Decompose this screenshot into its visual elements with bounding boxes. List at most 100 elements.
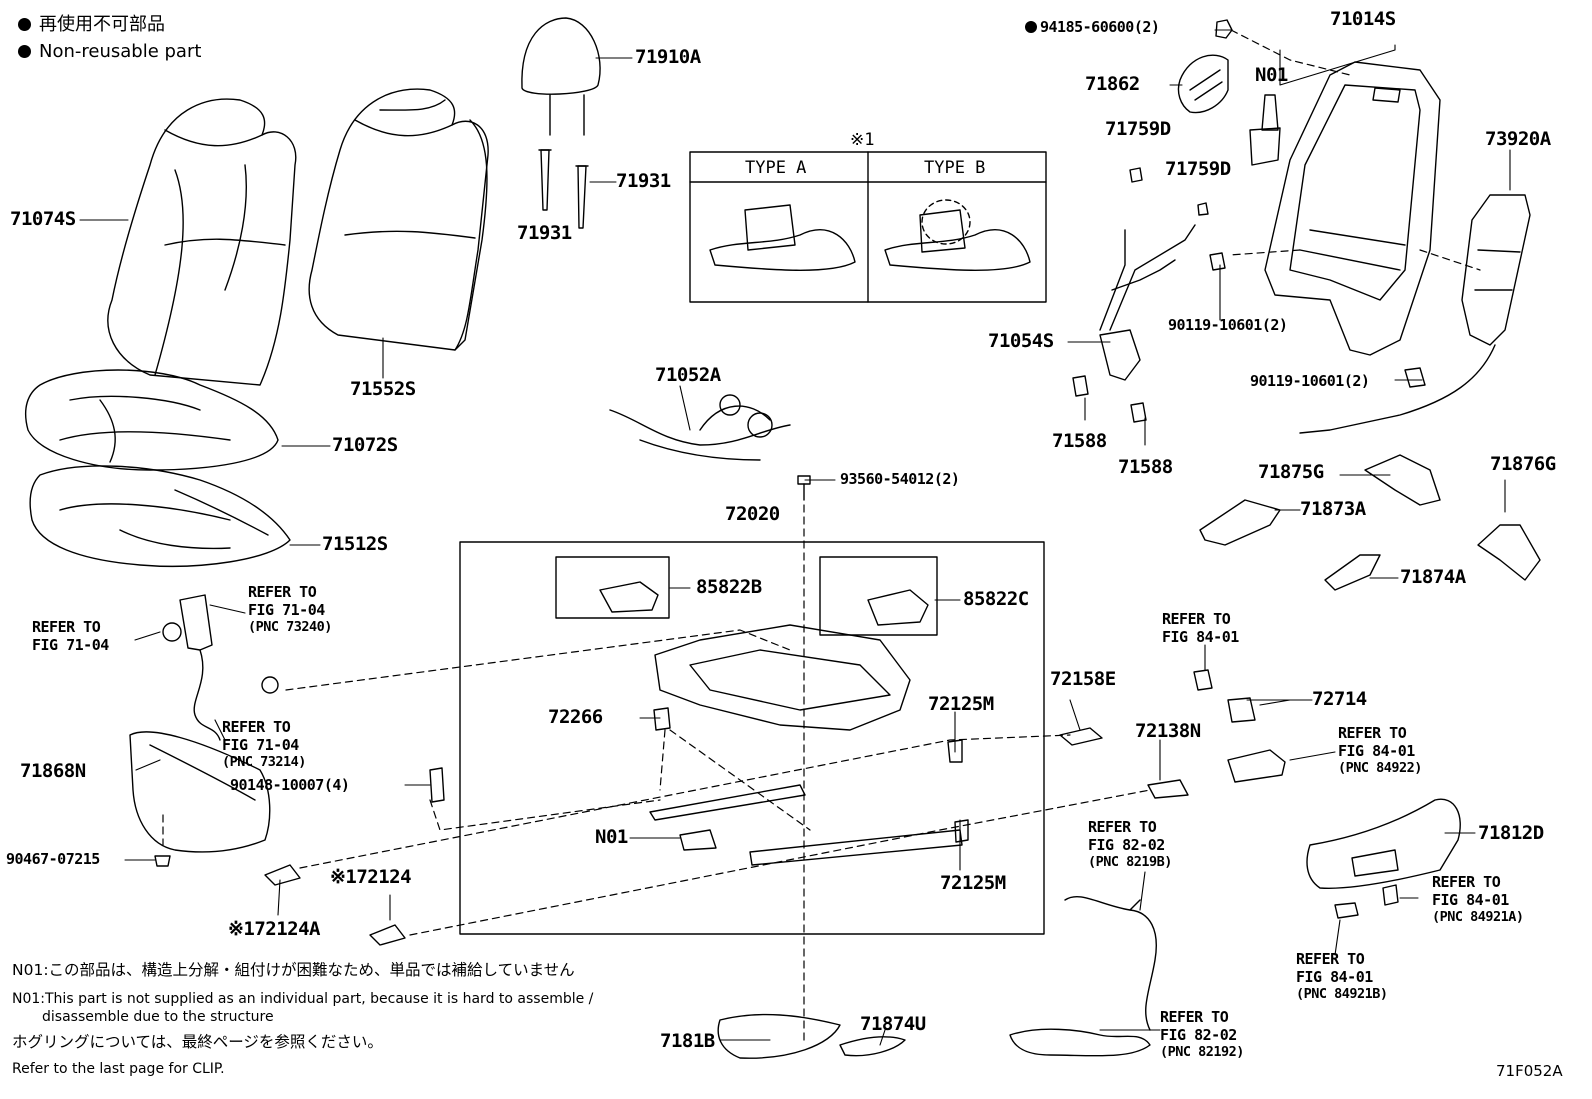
part-label[interactable]: 71875G [1258,461,1324,483]
part-label[interactable]: 7181B [660,1030,715,1052]
dashed-guides [162,29,1481,1041]
part-label[interactable]: 71014S [1330,8,1396,30]
switch-72714 [1227,697,1256,723]
part-label[interactable]: 71759D [1165,158,1231,180]
seatback-cover-71074S [107,98,297,386]
part-label[interactable]: 71759D [1105,118,1171,140]
part-label[interactable]: 90467-07215 [6,850,100,868]
bolt-90148 [429,767,445,803]
part-label[interactable]: 71931 [616,170,671,192]
bolt-fig84-01 [1193,669,1213,691]
seatback-cover-71552S [308,88,489,351]
part-label[interactable]: 72158E [1050,668,1116,690]
headrest-71910A [521,17,601,136]
part-label[interactable]: 72020 [725,503,780,525]
part-label[interactable]: 72125M [940,872,1006,894]
cushion-cover-71072S [24,369,279,471]
screw-94185 [1215,19,1233,39]
part-label[interactable]: 71052A [655,364,721,386]
part-label[interactable]: 72714 [1312,688,1367,710]
trim-71876G [1477,524,1541,581]
note-n01-en-1: N01:This part is not supplied as an indi… [12,991,594,1007]
motor-n01-top [1249,94,1281,166]
part-label[interactable]: 85822B [696,576,762,598]
clip-71588 [1072,375,1147,423]
part-label[interactable]: 72125M [928,693,994,715]
clip-71759D [1129,167,1209,216]
part-label[interactable]: 90148-10007(4) [230,776,350,794]
part-label[interactable]: N01 [595,826,628,848]
part-label[interactable]: 71588 [1052,430,1107,452]
legend-nonreusable-jp: 再使用不可部品 [18,16,165,34]
side-airbag-73920A [1299,194,1531,434]
part-label[interactable]: 71868N [20,760,86,782]
part-label[interactable]: 71054S [988,330,1054,352]
type-mark: ※1 [850,130,875,150]
bullet-icon [18,45,31,58]
part-label[interactable]: ※172124 [330,866,412,888]
seatback-frame-71014S [1264,61,1441,356]
part-label[interactable]: 90119-10601(2) [1250,372,1370,390]
part-label-94185[interactable]: 94185-60600(2) [1025,20,1160,35]
part-label[interactable]: 85822C [963,588,1029,610]
seatbelt-buckle [162,594,221,741]
cover-71862 [1177,54,1229,114]
type-box [689,151,1047,303]
part-label[interactable]: 93560-54012(2) [840,470,960,488]
part-label[interactable]: 71874U [860,1013,926,1035]
part-label[interactable]: ※172124A [228,918,321,940]
part-label[interactable]: 71588 [1118,456,1173,478]
harness-8219B [1064,895,1157,1031]
note-clip-en: Refer to the last page for CLIP. [12,1061,225,1077]
part-label[interactable]: 71873A [1300,498,1366,520]
part-label[interactable]: 72266 [548,706,603,728]
part-label[interactable]: 71931 [517,222,572,244]
adjuster-frame-72020 [459,541,1045,935]
part-label[interactable]: 71876G [1490,453,1556,475]
diagram-code: 71F052A [1496,1062,1563,1080]
part-label[interactable]: 71910A [635,46,701,68]
switch-84922 [1227,749,1286,783]
part-label[interactable]: 90119-10601(2) [1168,316,1288,334]
harness-82192 [1009,1028,1151,1057]
part-label[interactable]: N01 [1255,64,1288,86]
part-label[interactable]: 71074S [10,208,76,230]
part-label[interactable]: 71552S [350,378,416,400]
part-label[interactable]: 71072S [332,434,398,456]
trim-71875G [1364,454,1441,506]
shield-71868N [129,731,271,853]
trim-71874A [1324,554,1381,591]
cover-72124 [369,924,406,946]
bracket-72158E [1059,727,1103,746]
lumbar-71054S [1099,224,1196,381]
type-b-label: TYPE B [924,158,986,178]
part-label[interactable]: 71812D [1478,822,1544,844]
nonreusable-dot-icon [1025,21,1037,33]
legend-nonreusable-en: Non-reusable part [18,43,201,61]
rail-7181B [717,1013,841,1059]
bolt-93560 [797,475,811,501]
part-label[interactable]: 71862 [1085,73,1140,95]
note-n01-jp: N01:この部品は、構造上分解・組付けが困難なため、単品では補給していません [12,961,575,979]
note-clip-jp: ホグリングについては、最終ページを参照ください。 [12,1033,383,1051]
cover-72124A [264,864,301,886]
part-label[interactable]: 71512S [322,533,388,555]
part-label[interactable]: 72138N [1135,720,1201,742]
part-label[interactable]: 71874A [1400,566,1466,588]
bolt-90119 [1209,252,1426,388]
note-n01-en-2: disassemble due to the structure [42,1009,274,1025]
trim-71873A [1199,499,1281,546]
part-label[interactable]: 73920A [1485,128,1551,150]
knob-84921 [1334,884,1399,919]
